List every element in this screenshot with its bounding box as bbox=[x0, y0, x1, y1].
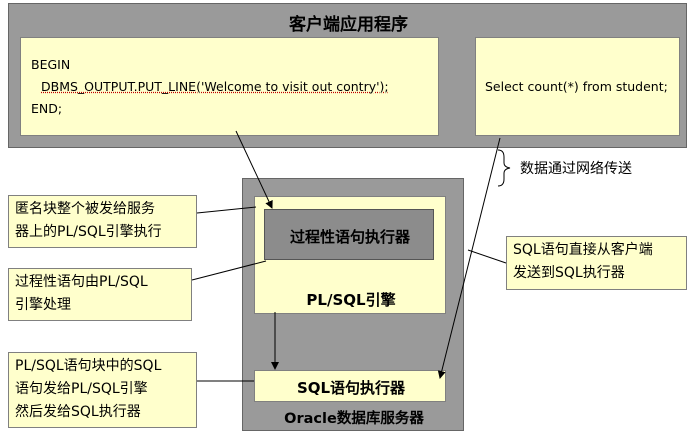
note-sql-in-block-line-2: 语句发给PL/SQL引擎 bbox=[15, 381, 148, 397]
sql-code-box: Select count(*) from student; bbox=[475, 37, 680, 136]
note-sql-in-block: PL/SQL语句块中的SQL 语句发给PL/SQL引擎 然后发给SQL执行器 bbox=[8, 352, 197, 428]
note-sql-in-block-line-3: 然后发给SQL执行器 bbox=[15, 404, 141, 420]
note-anonymous-block-line-1: 匿名块整个被发给服务 bbox=[15, 201, 155, 217]
procedural-executor-box: 过程性语句执行器 bbox=[264, 209, 434, 260]
code-line-put-line: DBMS_OUTPUT.PUT_LINE('Welcome to visit o… bbox=[41, 79, 389, 94]
note-sql-direct-line-2: 发送到SQL执行器 bbox=[513, 265, 625, 281]
pointer-sql-direct bbox=[467, 249, 507, 264]
procedural-executor-label: 过程性语句执行器 bbox=[289, 228, 410, 246]
network-brace bbox=[497, 149, 511, 187]
note-sql-in-block-line-1: PL/SQL语句块中的SQL bbox=[15, 358, 162, 374]
code-line-begin: BEGIN bbox=[31, 57, 71, 72]
server-title: Oracle数据库服务器 bbox=[284, 411, 424, 427]
note-procedural-line-1: 过程性语句由PL/SQL bbox=[15, 274, 148, 290]
note-procedural-line-2: 引擎处理 bbox=[15, 297, 71, 313]
sql-statement: Select count(*) from student; bbox=[485, 79, 668, 94]
note-sql-direct-line-1: SQL语句直接从客户端 bbox=[513, 242, 653, 258]
note-procedural: 过程性语句由PL/SQL 引擎处理 bbox=[8, 268, 192, 321]
client-title: 客户端应用程序 bbox=[289, 15, 408, 35]
note-sql-direct: SQL语句直接从客户端 发送到SQL执行器 bbox=[506, 236, 687, 290]
sql-executor-label: SQL语句执行器 bbox=[296, 379, 406, 397]
plsql-engine-label: PL/SQL引擎 bbox=[306, 291, 396, 309]
plsql-code-box: BEGIN DBMS_OUTPUT.PUT_LINE('Welcome to v… bbox=[20, 37, 439, 136]
note-anonymous-block-line-2: 器上的PL/SQL引擎执行 bbox=[15, 224, 162, 240]
code-line-end: END; bbox=[31, 101, 63, 116]
network-label: 数据通过网络传送 bbox=[520, 161, 632, 177]
note-anonymous-block: 匿名块整个被发给服务 器上的PL/SQL引擎执行 bbox=[8, 195, 197, 248]
sql-executor-box: SQL语句执行器 bbox=[254, 370, 446, 402]
